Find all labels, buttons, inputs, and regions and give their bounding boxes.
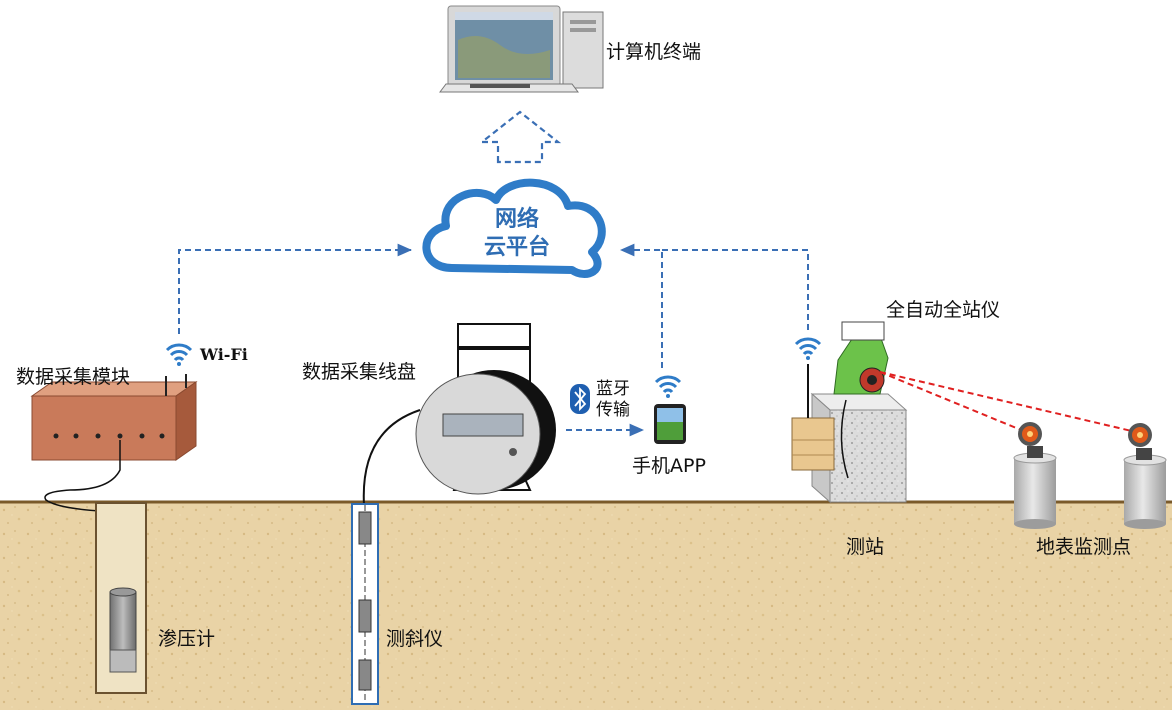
upload-arrow bbox=[478, 110, 562, 164]
wifi-label: Wi-Fi bbox=[199, 345, 248, 364]
station-label: 测站 bbox=[846, 536, 884, 558]
cloud-label-line2: 云平台 bbox=[484, 234, 550, 260]
prism-icon bbox=[1128, 423, 1152, 460]
total-station-label: 全自动全站仪 bbox=[886, 299, 1000, 321]
piezometer-sensor bbox=[109, 591, 137, 651]
piezometer-label: 渗压计 bbox=[158, 628, 215, 650]
datalogger-box bbox=[791, 364, 835, 471]
bluetooth-label-line2: 传输 bbox=[596, 400, 630, 420]
inclinometer-label: 测斜仪 bbox=[386, 628, 443, 650]
piezometer-cable bbox=[44, 440, 121, 592]
surface-point-1 bbox=[1013, 422, 1057, 529]
laser-beam-1 bbox=[879, 371, 1027, 433]
cable-reel-label: 数据采集线盘 bbox=[302, 361, 416, 383]
soil-layer bbox=[0, 502, 1172, 710]
bluetooth-icon bbox=[570, 384, 590, 414]
smartphone-icon bbox=[654, 404, 686, 444]
wifi-icon bbox=[654, 375, 682, 398]
prism-icon bbox=[1018, 422, 1043, 458]
surface-point-2 bbox=[1123, 423, 1167, 529]
computer-terminal-label: 计算机终端 bbox=[606, 41, 701, 63]
inclinometer-probe bbox=[351, 503, 379, 705]
wifi-icon bbox=[794, 337, 822, 360]
data-module-label: 数据采集模块 bbox=[16, 366, 130, 388]
cable-reel bbox=[362, 323, 556, 506]
bluetooth-label-line1: 蓝牙 bbox=[596, 379, 630, 399]
surface-points-label: 地表监测点 bbox=[1036, 536, 1131, 558]
desktop-computer-icon bbox=[439, 5, 604, 93]
data-acquisition-module bbox=[30, 374, 198, 461]
wifi-icon bbox=[165, 343, 193, 366]
station-link bbox=[662, 249, 809, 330]
cloud-label-line1: 网络 bbox=[495, 206, 539, 232]
cloud-icon bbox=[422, 178, 606, 278]
phone-app-label: 手机APP bbox=[632, 455, 706, 477]
total-station-instrument bbox=[833, 321, 889, 479]
wifi-link-left bbox=[178, 243, 412, 334]
laser-beam-2 bbox=[879, 371, 1137, 433]
phone-link bbox=[620, 243, 663, 368]
